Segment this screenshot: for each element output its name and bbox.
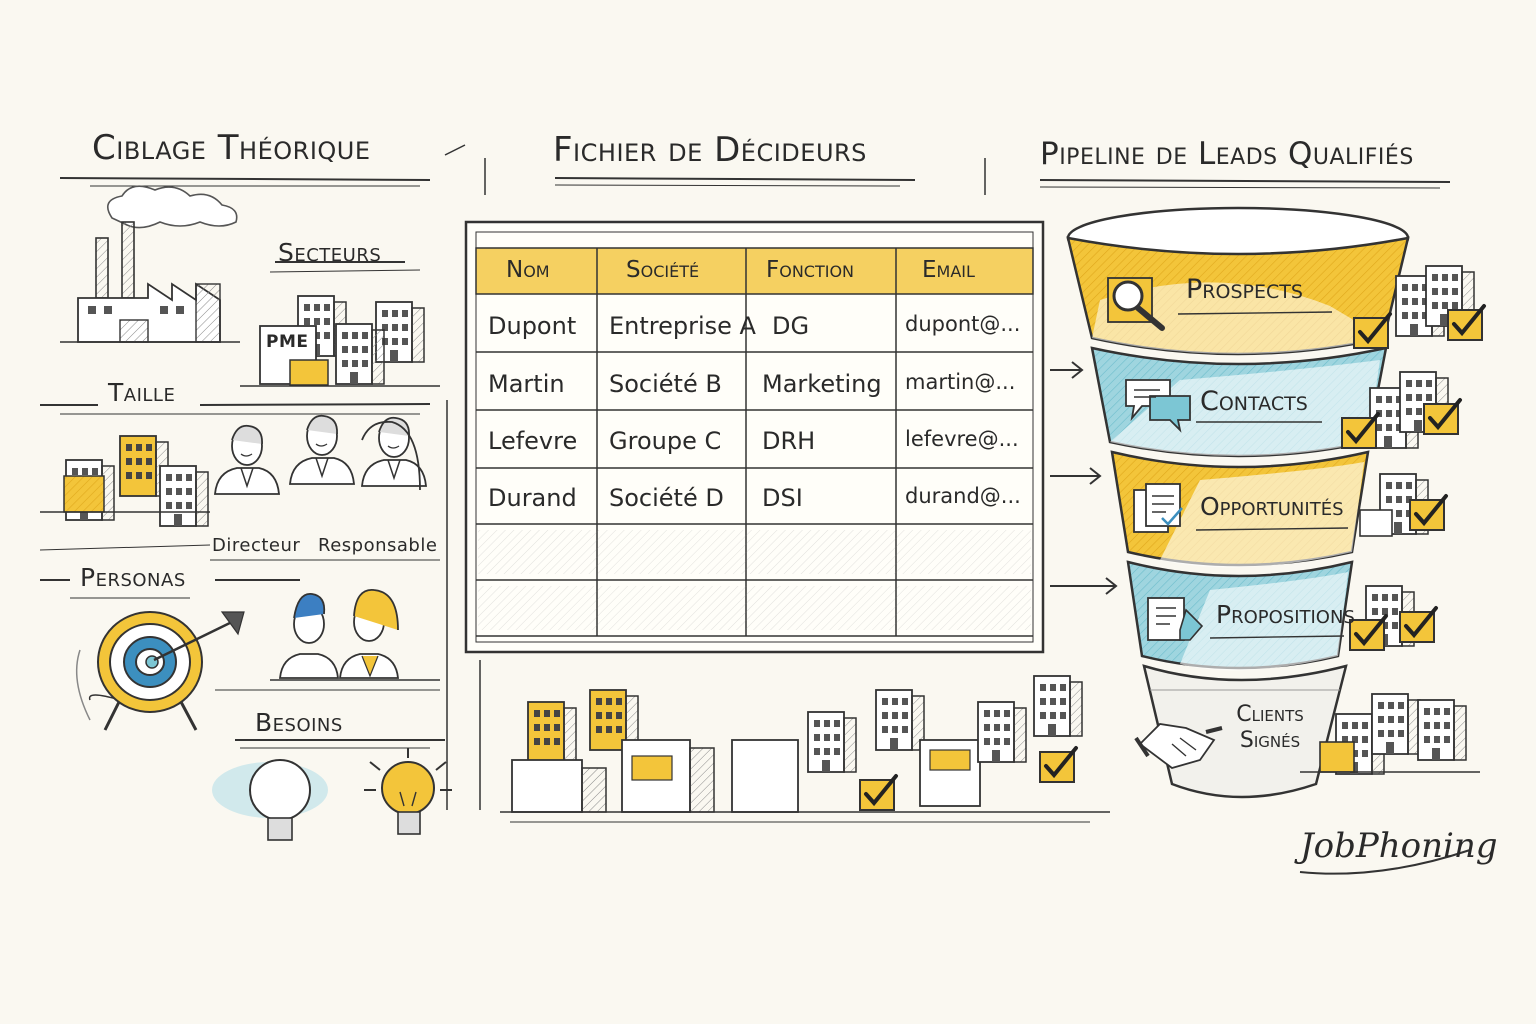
stage-label-propositions: Propositions — [1216, 600, 1355, 629]
table-cell: Groupe C — [609, 427, 722, 455]
table-cell: Marketing — [762, 370, 882, 398]
table-cell: Société D — [609, 484, 724, 512]
factory-icon — [60, 185, 240, 343]
persona-people-icon — [270, 589, 440, 681]
personas-label: Personas — [80, 563, 186, 592]
document-check-icon — [1133, 483, 1183, 533]
table-cell: Durand — [488, 484, 577, 512]
jobphoning-logo: JobPhoning — [1300, 826, 1498, 866]
table-cell: Entreprise A — [609, 312, 756, 340]
stage-label-prospects: Prospects — [1186, 274, 1303, 305]
handshake-icon — [1134, 723, 1223, 769]
arrows-to-funnel — [1050, 361, 1118, 595]
funnel-label-underlines — [1177, 311, 1349, 639]
directeur-label: Directeur — [212, 535, 301, 556]
table-header-cell: Société — [626, 257, 700, 283]
besoins-label: Besoins — [255, 708, 343, 737]
responsable-label: Responsable — [318, 535, 438, 556]
pme-buildings-icon — [240, 295, 440, 387]
heading-underlines — [39, 144, 1451, 810]
document-pen-icon — [1147, 597, 1204, 641]
table-cell: DG — [772, 312, 810, 340]
right-title: Pipeline de Leads Qualifiés — [1040, 136, 1414, 172]
taille-label: Taille — [108, 378, 176, 407]
left-title: Ciblage Théorique — [92, 128, 371, 168]
table-header-cell: Nom — [506, 257, 550, 283]
target-icon — [75, 611, 245, 731]
pme-label: PME — [266, 332, 309, 352]
table-cell: DRH — [762, 427, 816, 455]
table-cell: DSI — [762, 484, 803, 512]
table-cell: dupont@... — [905, 312, 1021, 336]
table-header-cell: Fonction — [766, 257, 855, 283]
table-cell: Dupont — [488, 312, 577, 340]
city-buildings-icon — [500, 675, 1110, 823]
middle-title: Fichier de Décideurs — [553, 130, 867, 170]
pipeline-buildings-icon — [1300, 265, 1486, 775]
table-cell: Martin — [488, 370, 565, 398]
table-cell: lefevre@... — [905, 427, 1019, 451]
company-size-buildings-icon — [40, 435, 210, 527]
chat-bubbles-icon — [1125, 379, 1191, 433]
secteurs-label: Secteurs — [278, 238, 382, 267]
table-cell: Société B — [609, 370, 722, 398]
logo-swash — [1299, 849, 1471, 875]
table-cell: durand@... — [905, 484, 1021, 508]
lightbulb-icons — [212, 748, 452, 841]
table-cell: Lefevre — [488, 427, 578, 455]
decision-makers-table-frame — [464, 220, 1045, 654]
magnifier-icon — [1107, 277, 1165, 331]
stage-label-contacts: Contacts — [1200, 386, 1308, 417]
table-cell: martin@... — [905, 370, 1016, 394]
stage-label-opportunites: Opportunités — [1200, 492, 1344, 521]
stage-label-clients-signes: Clients Signés — [1236, 702, 1304, 753]
decision-makers-people-icon — [214, 414, 427, 495]
sales-funnel — [1066, 206, 1410, 799]
table-header-cell: Email — [922, 257, 975, 283]
